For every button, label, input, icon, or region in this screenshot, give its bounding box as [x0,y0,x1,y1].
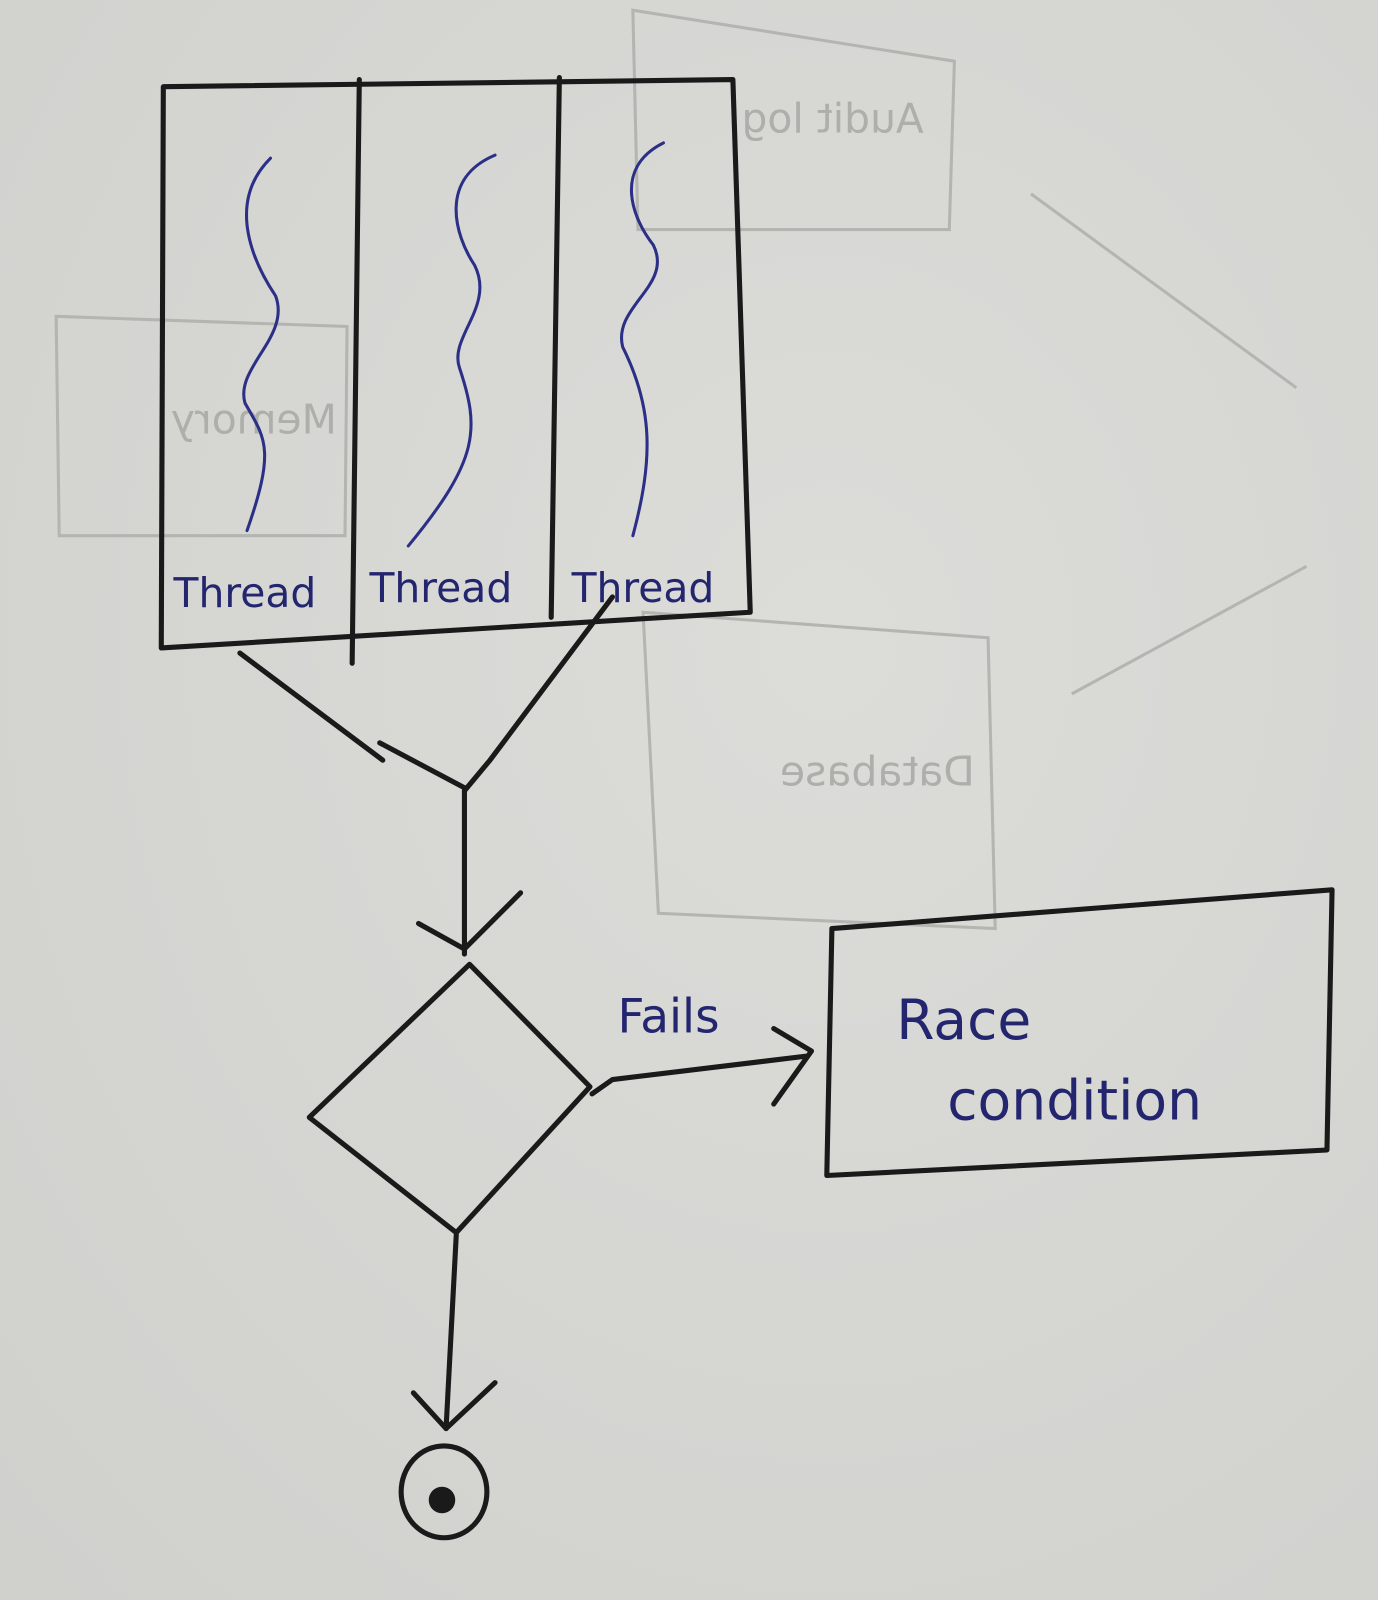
thread-container [158,75,753,666]
thread-label: Thread [173,569,317,617]
bleed-through: Audit log Memory Database [54,8,1308,931]
ghost-database: Database [780,748,975,796]
fails-label: Fails [618,990,720,1045]
thread-label: Thread [571,564,715,612]
end-edge [410,1232,498,1432]
race-condition-box: Race condition [824,887,1335,1179]
thread-label: Thread [369,564,513,612]
arrowhead-icon [415,890,524,952]
arrowhead-icon [410,1380,498,1432]
race-label: Race [896,988,1031,1052]
thread-wave-icon [406,153,497,548]
condition-label: condition [947,1068,1202,1132]
thread-wave-icon [242,156,280,533]
arrowhead-icon [771,1026,815,1107]
final-node-icon [398,1443,490,1541]
merge-edges [237,594,615,957]
thread-column-1: Thread [173,156,317,617]
thread-column-3: Thread [571,141,715,612]
thread-wave-icon [619,141,666,538]
fails-edge: Fails [589,990,815,1107]
ghost-audit-log: Audit log [742,95,924,143]
thread-column-2: Thread [369,153,513,612]
